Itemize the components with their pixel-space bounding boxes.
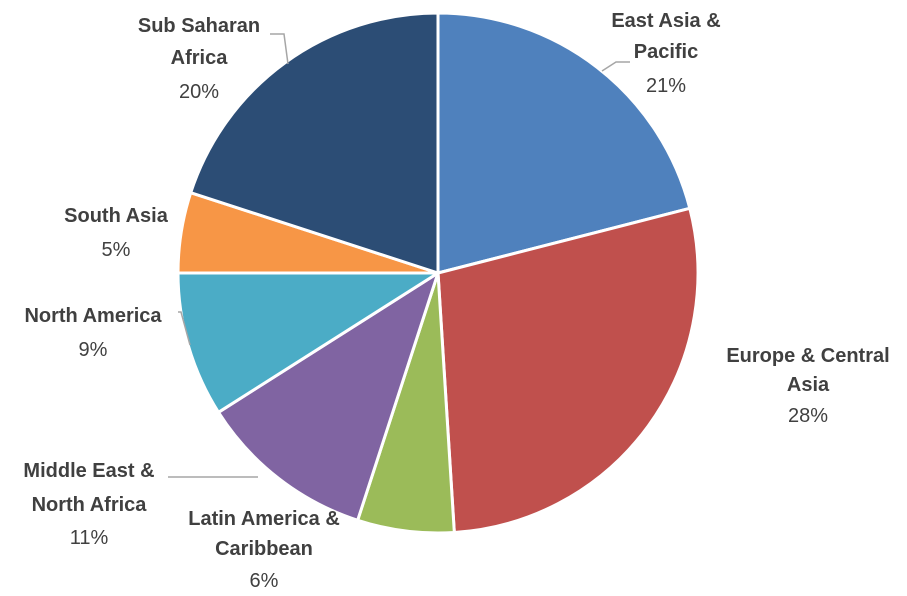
category-label-line: Africa <box>171 47 229 69</box>
pie-slice-0 <box>436 11 692 275</box>
category-label-line: Latin America & <box>188 508 340 530</box>
category-label-line: Europe & Central <box>726 345 889 367</box>
leader-lines-layer <box>168 33 630 478</box>
category-label-line: Pacific <box>634 41 698 63</box>
category-label-line: North America <box>24 305 162 327</box>
category-label-line: Sub Saharan <box>138 15 260 37</box>
slice-label-south-asia: South Asia 5% <box>64 205 169 261</box>
pie-slice-3 <box>216 271 440 522</box>
leader-line-north-america <box>178 311 191 346</box>
slice-label-europe-central-asia: Europe & Central Asia 28% <box>726 345 889 427</box>
percent-label: 20% <box>179 81 219 103</box>
category-label-line: East Asia & <box>611 10 720 32</box>
pie-slice-6 <box>189 11 440 275</box>
percent-label: 5% <box>102 239 131 261</box>
category-label-line: Asia <box>787 374 830 396</box>
category-label-line: North Africa <box>32 494 148 516</box>
percent-label: 6% <box>250 570 279 591</box>
leader-line-sub-saharan-africa <box>270 33 289 65</box>
percent-label: 9% <box>79 339 108 361</box>
category-label-line: South Asia <box>64 205 169 227</box>
percent-label: 11% <box>70 527 109 549</box>
percent-label: 28% <box>788 405 828 427</box>
percent-label: 21% <box>646 75 686 97</box>
slice-label-north-america: North America 9% <box>24 305 162 361</box>
slices-layer <box>176 11 700 535</box>
slice-label-latin-america-caribbean: Latin America & Caribbean 6% <box>188 508 340 592</box>
pie-slice-1 <box>436 206 700 534</box>
category-label-line: Middle East & <box>23 460 154 482</box>
slice-label-east-asia-pacific: East Asia & Pacific 21% <box>611 10 720 97</box>
pie-slice-4 <box>176 271 440 414</box>
leader-line-east-asia-pacific <box>601 61 630 72</box>
slice-label-sub-saharan-africa: Sub Saharan Africa 20% <box>138 15 260 103</box>
slice-label-middle-east-north-africa: Middle East & North Africa 11% <box>23 460 154 549</box>
category-label-line: Caribbean <box>215 538 313 560</box>
